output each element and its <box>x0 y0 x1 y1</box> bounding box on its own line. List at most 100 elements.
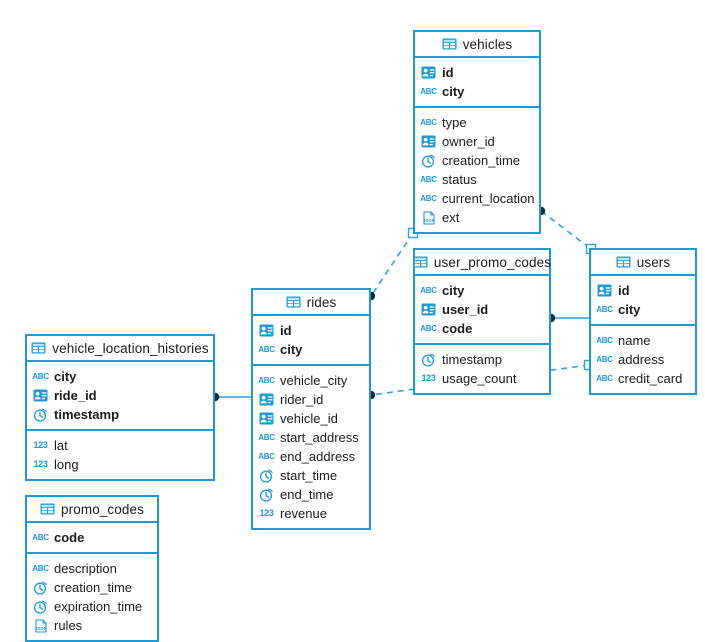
clock-icon <box>259 468 274 483</box>
field-name: city <box>618 302 641 317</box>
id-card-icon <box>259 323 274 338</box>
table-header-rides[interactable]: rides <box>253 290 369 316</box>
id-card-icon <box>421 134 436 149</box>
table-header-promo_codes[interactable]: promo_codes <box>27 497 157 523</box>
field-name: owner_id <box>442 134 495 149</box>
json-document-icon: JSON <box>33 618 48 633</box>
table-grid-icon <box>616 255 631 270</box>
field-name: id <box>280 323 292 338</box>
field-row[interactable]: timestamp <box>27 405 213 424</box>
clock-icon <box>33 580 48 595</box>
field-name: revenue <box>280 506 327 521</box>
field-name: long <box>54 457 79 472</box>
abc-icon: ABC <box>420 285 437 295</box>
table-header-user_promo_codes[interactable]: user_promo_codes <box>413 250 551 276</box>
field-row[interactable]: id <box>415 63 539 82</box>
id-card-icon <box>259 411 274 426</box>
field-name: start_time <box>280 468 338 483</box>
id-card-icon <box>421 302 436 317</box>
field-row[interactable]: start_time <box>253 466 369 485</box>
abc-icon: ABC <box>258 344 275 354</box>
field-row[interactable]: end_time <box>253 485 369 504</box>
field-name: type <box>442 115 467 130</box>
field-name: end_time <box>280 487 334 502</box>
field-name: timestamp <box>442 352 502 367</box>
field-name: rider_id <box>280 392 324 407</box>
abc-icon: ABC <box>32 563 49 573</box>
edge-vehicles-to-rides <box>370 232 414 297</box>
field-row[interactable]: ABC city <box>415 82 539 101</box>
field-row[interactable]: id <box>253 321 369 340</box>
field-row[interactable]: ABC description <box>27 559 157 578</box>
field-row[interactable]: owner_id <box>415 132 539 151</box>
table-grid-icon <box>40 502 55 517</box>
field-row[interactable]: creation_time <box>27 578 157 597</box>
abc-icon: ABC <box>420 86 437 96</box>
field-row[interactable]: id <box>591 281 695 300</box>
clock-icon <box>421 153 436 168</box>
field-row[interactable]: user_id <box>415 300 549 319</box>
abc-icon: ABC <box>420 174 437 184</box>
field-name: ride_id <box>54 388 97 403</box>
field-name: lat <box>54 438 68 453</box>
table-grid-icon <box>31 341 46 356</box>
field-name: description <box>54 561 117 576</box>
field-row[interactable]: vehicle_id <box>253 409 369 428</box>
field-name: start_address <box>280 430 359 445</box>
field-row[interactable]: ABC city <box>591 300 695 319</box>
clock-icon <box>33 407 48 422</box>
field-row[interactable]: timestamp <box>415 350 549 369</box>
id-card-icon <box>421 65 436 80</box>
field-name: vehicle_city <box>280 373 348 388</box>
field-name: creation_time <box>442 153 521 168</box>
id-card-icon <box>597 283 612 298</box>
field-name: ext <box>442 210 460 225</box>
abc-icon: ABC <box>32 371 49 381</box>
field-name: current_location <box>442 191 535 206</box>
field-row[interactable]: expiration_time <box>27 597 157 616</box>
abc-icon: ABC <box>596 354 613 364</box>
field-row[interactable]: creation_time <box>415 151 539 170</box>
table-header-users[interactable]: users <box>591 250 695 276</box>
field-row[interactable]: JSON rules <box>27 616 157 635</box>
edge-vehicles-to-users <box>540 210 592 250</box>
field-row[interactable]: rider_id <box>253 390 369 409</box>
field-name: user_id <box>442 302 489 317</box>
abc-icon: ABC <box>596 304 613 314</box>
table-header-vehicles[interactable]: vehicles <box>415 32 539 58</box>
table-grid-icon <box>442 37 457 52</box>
field-row[interactable]: ride_id <box>27 386 213 405</box>
table-header-vehicle_location_histories[interactable]: vehicle_location_histories <box>27 336 213 362</box>
field-name: rules <box>54 618 83 633</box>
svg-text:JSON: JSON <box>35 626 47 631</box>
field-name: city <box>442 84 465 99</box>
